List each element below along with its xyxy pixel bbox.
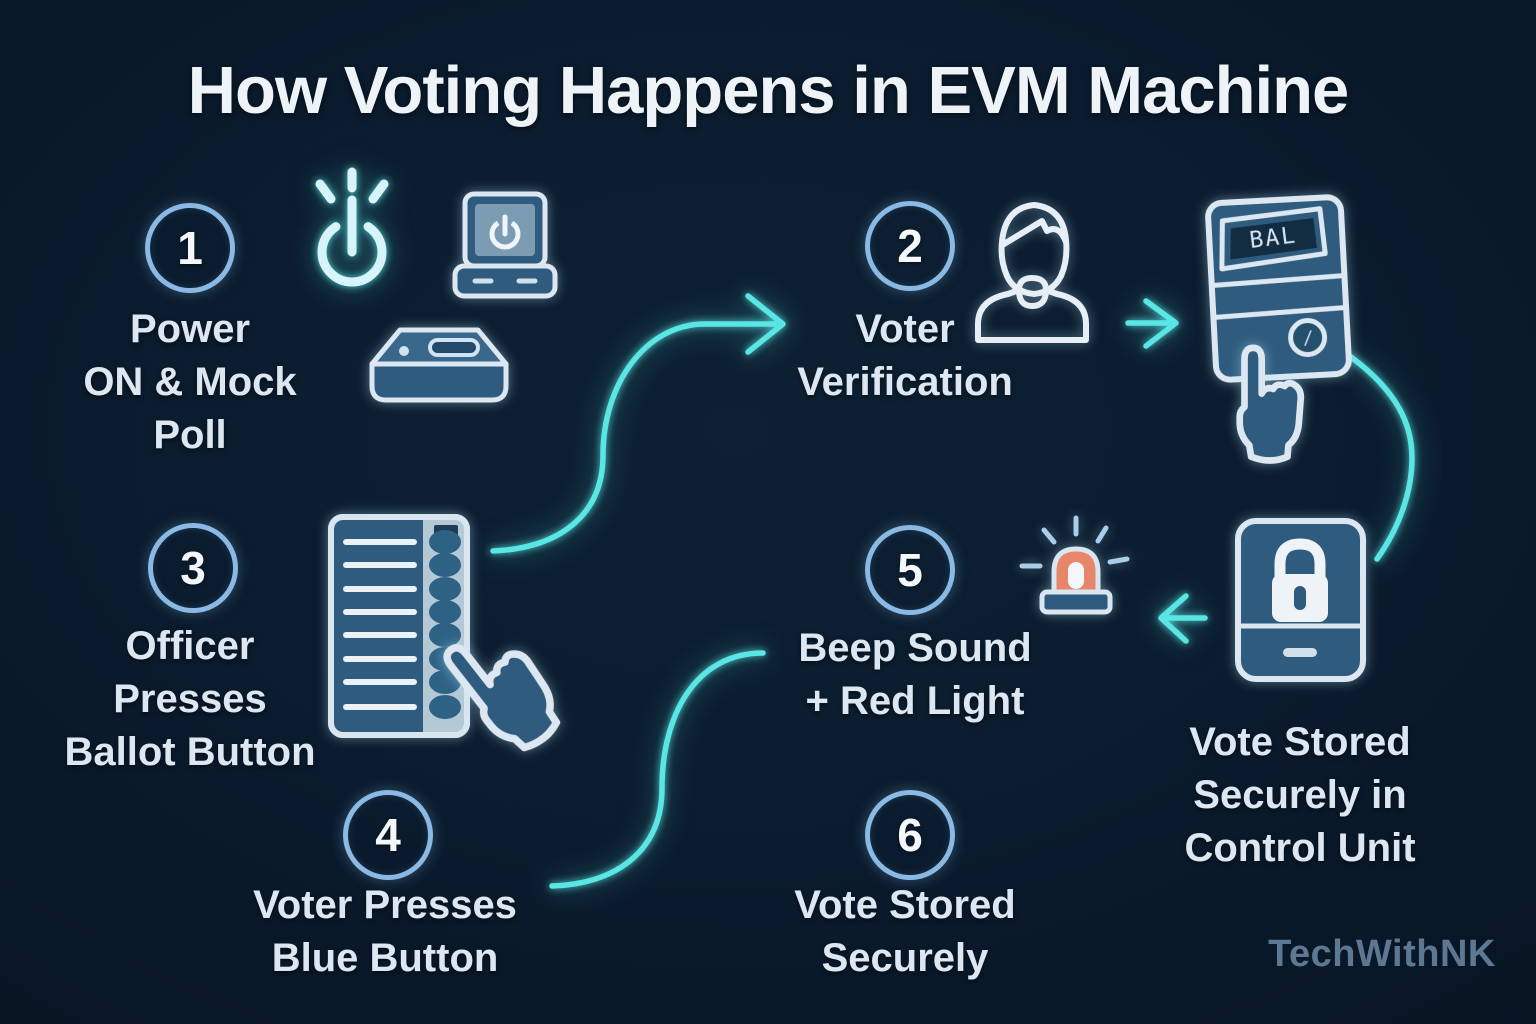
step-1-badge: 1 xyxy=(145,203,235,293)
step-1-number: 1 xyxy=(177,222,203,274)
step-6-badge: 6 xyxy=(865,790,955,880)
control-unit-caption: Vote Stored Securely in Control Unit xyxy=(1184,720,1416,870)
brand-watermark: TechWithNK xyxy=(1268,933,1496,975)
control-unit-box-icon xyxy=(369,327,509,403)
hand-cursor-icon xyxy=(1236,344,1305,464)
ballot-machine-button-glyph: / xyxy=(1302,328,1313,350)
step-3-number: 3 xyxy=(180,542,206,594)
step-4-badge: 4 xyxy=(343,790,433,880)
flow-arrowhead-ballot-machine xyxy=(1143,298,1179,349)
step-5-badge: 5 xyxy=(865,525,955,615)
lock-control-unit-icon xyxy=(1235,518,1366,682)
laptop-icon xyxy=(452,191,558,299)
ballot-machine-screen-text: BAL xyxy=(1248,222,1298,254)
power-icon xyxy=(315,167,389,287)
step-3-label: Officer Presses Ballot Button xyxy=(64,624,316,774)
page-title: How Voting Happens in EVM Machine xyxy=(187,53,1350,128)
step-4-label: Voter Presses Blue Button xyxy=(253,883,517,980)
step-4-number: 4 xyxy=(375,809,401,861)
step-1-label: Power ON & Mock Poll xyxy=(83,307,297,457)
siren-icon xyxy=(1019,515,1130,615)
step-6-label: Vote Stored Securely xyxy=(794,883,1016,980)
flow-arrowhead-step5 xyxy=(1158,593,1189,644)
step-2-badge: 2 xyxy=(865,201,955,291)
step-2-label: Voter Verification xyxy=(797,307,1013,404)
step-2-number: 2 xyxy=(897,220,923,272)
hand-cursor-icon xyxy=(443,644,561,752)
voter-icon xyxy=(975,202,1089,343)
step-5-label: Beep Sound + Red Light xyxy=(798,626,1032,723)
step-6-number: 6 xyxy=(897,809,923,861)
step-5-number: 5 xyxy=(897,544,923,596)
step-3-badge: 3 xyxy=(148,523,238,613)
ballot-issue-machine-icon: BAL / xyxy=(1205,194,1352,383)
